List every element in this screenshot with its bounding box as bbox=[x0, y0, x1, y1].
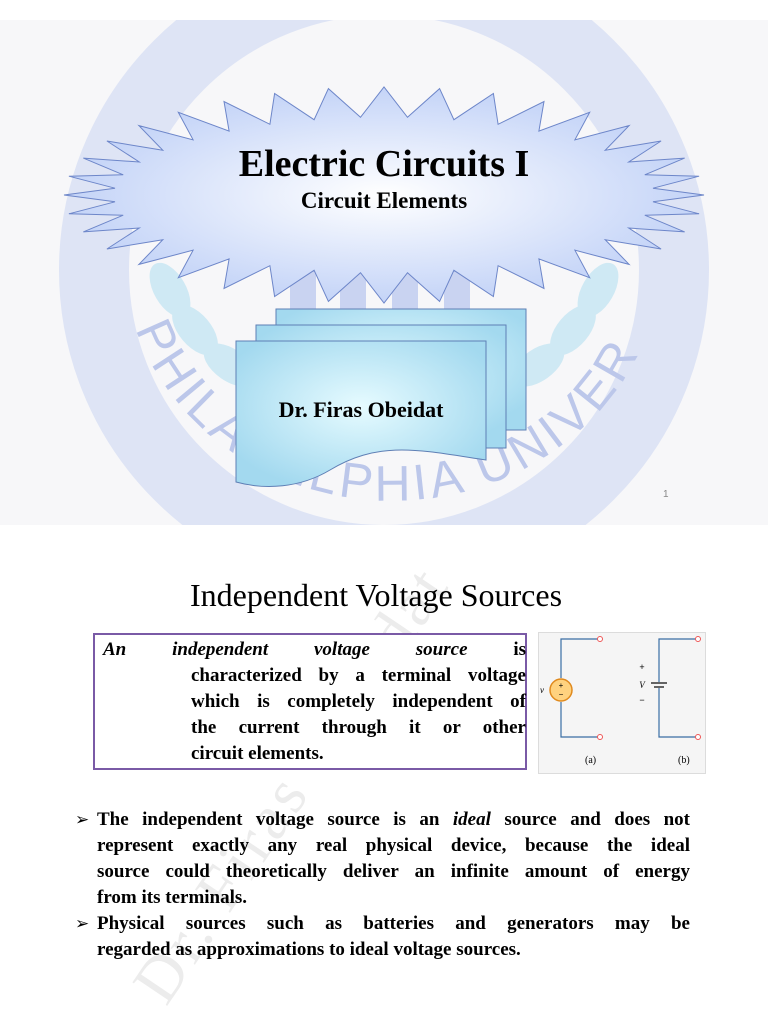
page-number: 1 bbox=[663, 489, 669, 500]
presentation-subtitle: Circuit Elements bbox=[300, 188, 468, 213]
figure-label-a: (a) bbox=[585, 755, 596, 766]
definition-line: characterized by a terminal voltage bbox=[191, 665, 526, 686]
terminal-a-top bbox=[597, 636, 603, 642]
voltage-source-circle bbox=[549, 678, 573, 702]
content-slide: Dr. Firas Obeidat Independent Voltage So… bbox=[0, 545, 768, 1024]
definition-line: circuit elements. bbox=[191, 743, 324, 764]
bullet-line: represent exactly any real physical devi… bbox=[97, 835, 690, 856]
bullet-line: Physical sources such as batteries and g… bbox=[97, 913, 690, 934]
slide-title: Independent Voltage Sources bbox=[189, 577, 563, 613]
source-label-b: V bbox=[639, 680, 646, 690]
definition-lead-line: An independent voltage source is bbox=[103, 639, 526, 661]
definition-line: which is completely independent of bbox=[191, 691, 526, 712]
arrow-bullet-icon: ➢ bbox=[75, 914, 90, 934]
circuit-diagram: + − v (a) + V − (b) bbox=[540, 636, 701, 766]
author-card-stack bbox=[235, 308, 527, 487]
author-name: Dr. Firas Obeidat bbox=[278, 397, 444, 422]
bullet-line: from its terminals. bbox=[97, 887, 248, 908]
definition-word: is bbox=[513, 639, 527, 660]
terminal-b-bottom bbox=[695, 734, 701, 740]
battery-minus: − bbox=[639, 695, 644, 705]
bullet-line: regarded as approximations to ideal volt… bbox=[97, 939, 521, 960]
voltage-source-figure: + − v (a) + V − (b) bbox=[538, 632, 706, 774]
source-minus: − bbox=[559, 690, 564, 699]
definition-term: source bbox=[415, 639, 468, 660]
arrow-bullet-icon: ➢ bbox=[75, 810, 90, 830]
bullet-list: ➢ The independent voltage source is an i… bbox=[75, 807, 690, 963]
title-slide: PHILADELPHIA UNIVERSITY Electric Circuit… bbox=[0, 20, 768, 525]
terminal-b-top bbox=[695, 636, 701, 642]
presentation-title: Electric Circuits I bbox=[238, 143, 530, 185]
bullet-text: The independent voltage source is an bbox=[97, 809, 440, 830]
bullet-italic-term: ideal bbox=[452, 809, 491, 830]
bullet-line: source could theoretically deliver an in… bbox=[97, 861, 690, 882]
bullet-item: ➢ The independent voltage source is an i… bbox=[75, 807, 690, 911]
definition-term: voltage bbox=[314, 639, 370, 660]
definition-word: An bbox=[103, 639, 127, 660]
bullet-line: The independent voltage source is an ide… bbox=[97, 807, 690, 833]
definition-term: independent bbox=[172, 639, 269, 660]
source-label-a: v bbox=[540, 685, 544, 695]
definition-line: the current through it or other bbox=[191, 717, 526, 738]
title-starburst bbox=[63, 86, 705, 304]
figure-label-b: (b) bbox=[678, 755, 690, 766]
bullet-item: ➢ Physical sources such as batteries and… bbox=[75, 911, 690, 963]
bullet-text: source and does not bbox=[504, 809, 691, 830]
battery-plus: + bbox=[639, 662, 644, 672]
source-plus: + bbox=[559, 681, 564, 690]
terminal-a-bottom bbox=[597, 734, 603, 740]
definition-box: An independent voltage source is charact… bbox=[93, 633, 527, 770]
